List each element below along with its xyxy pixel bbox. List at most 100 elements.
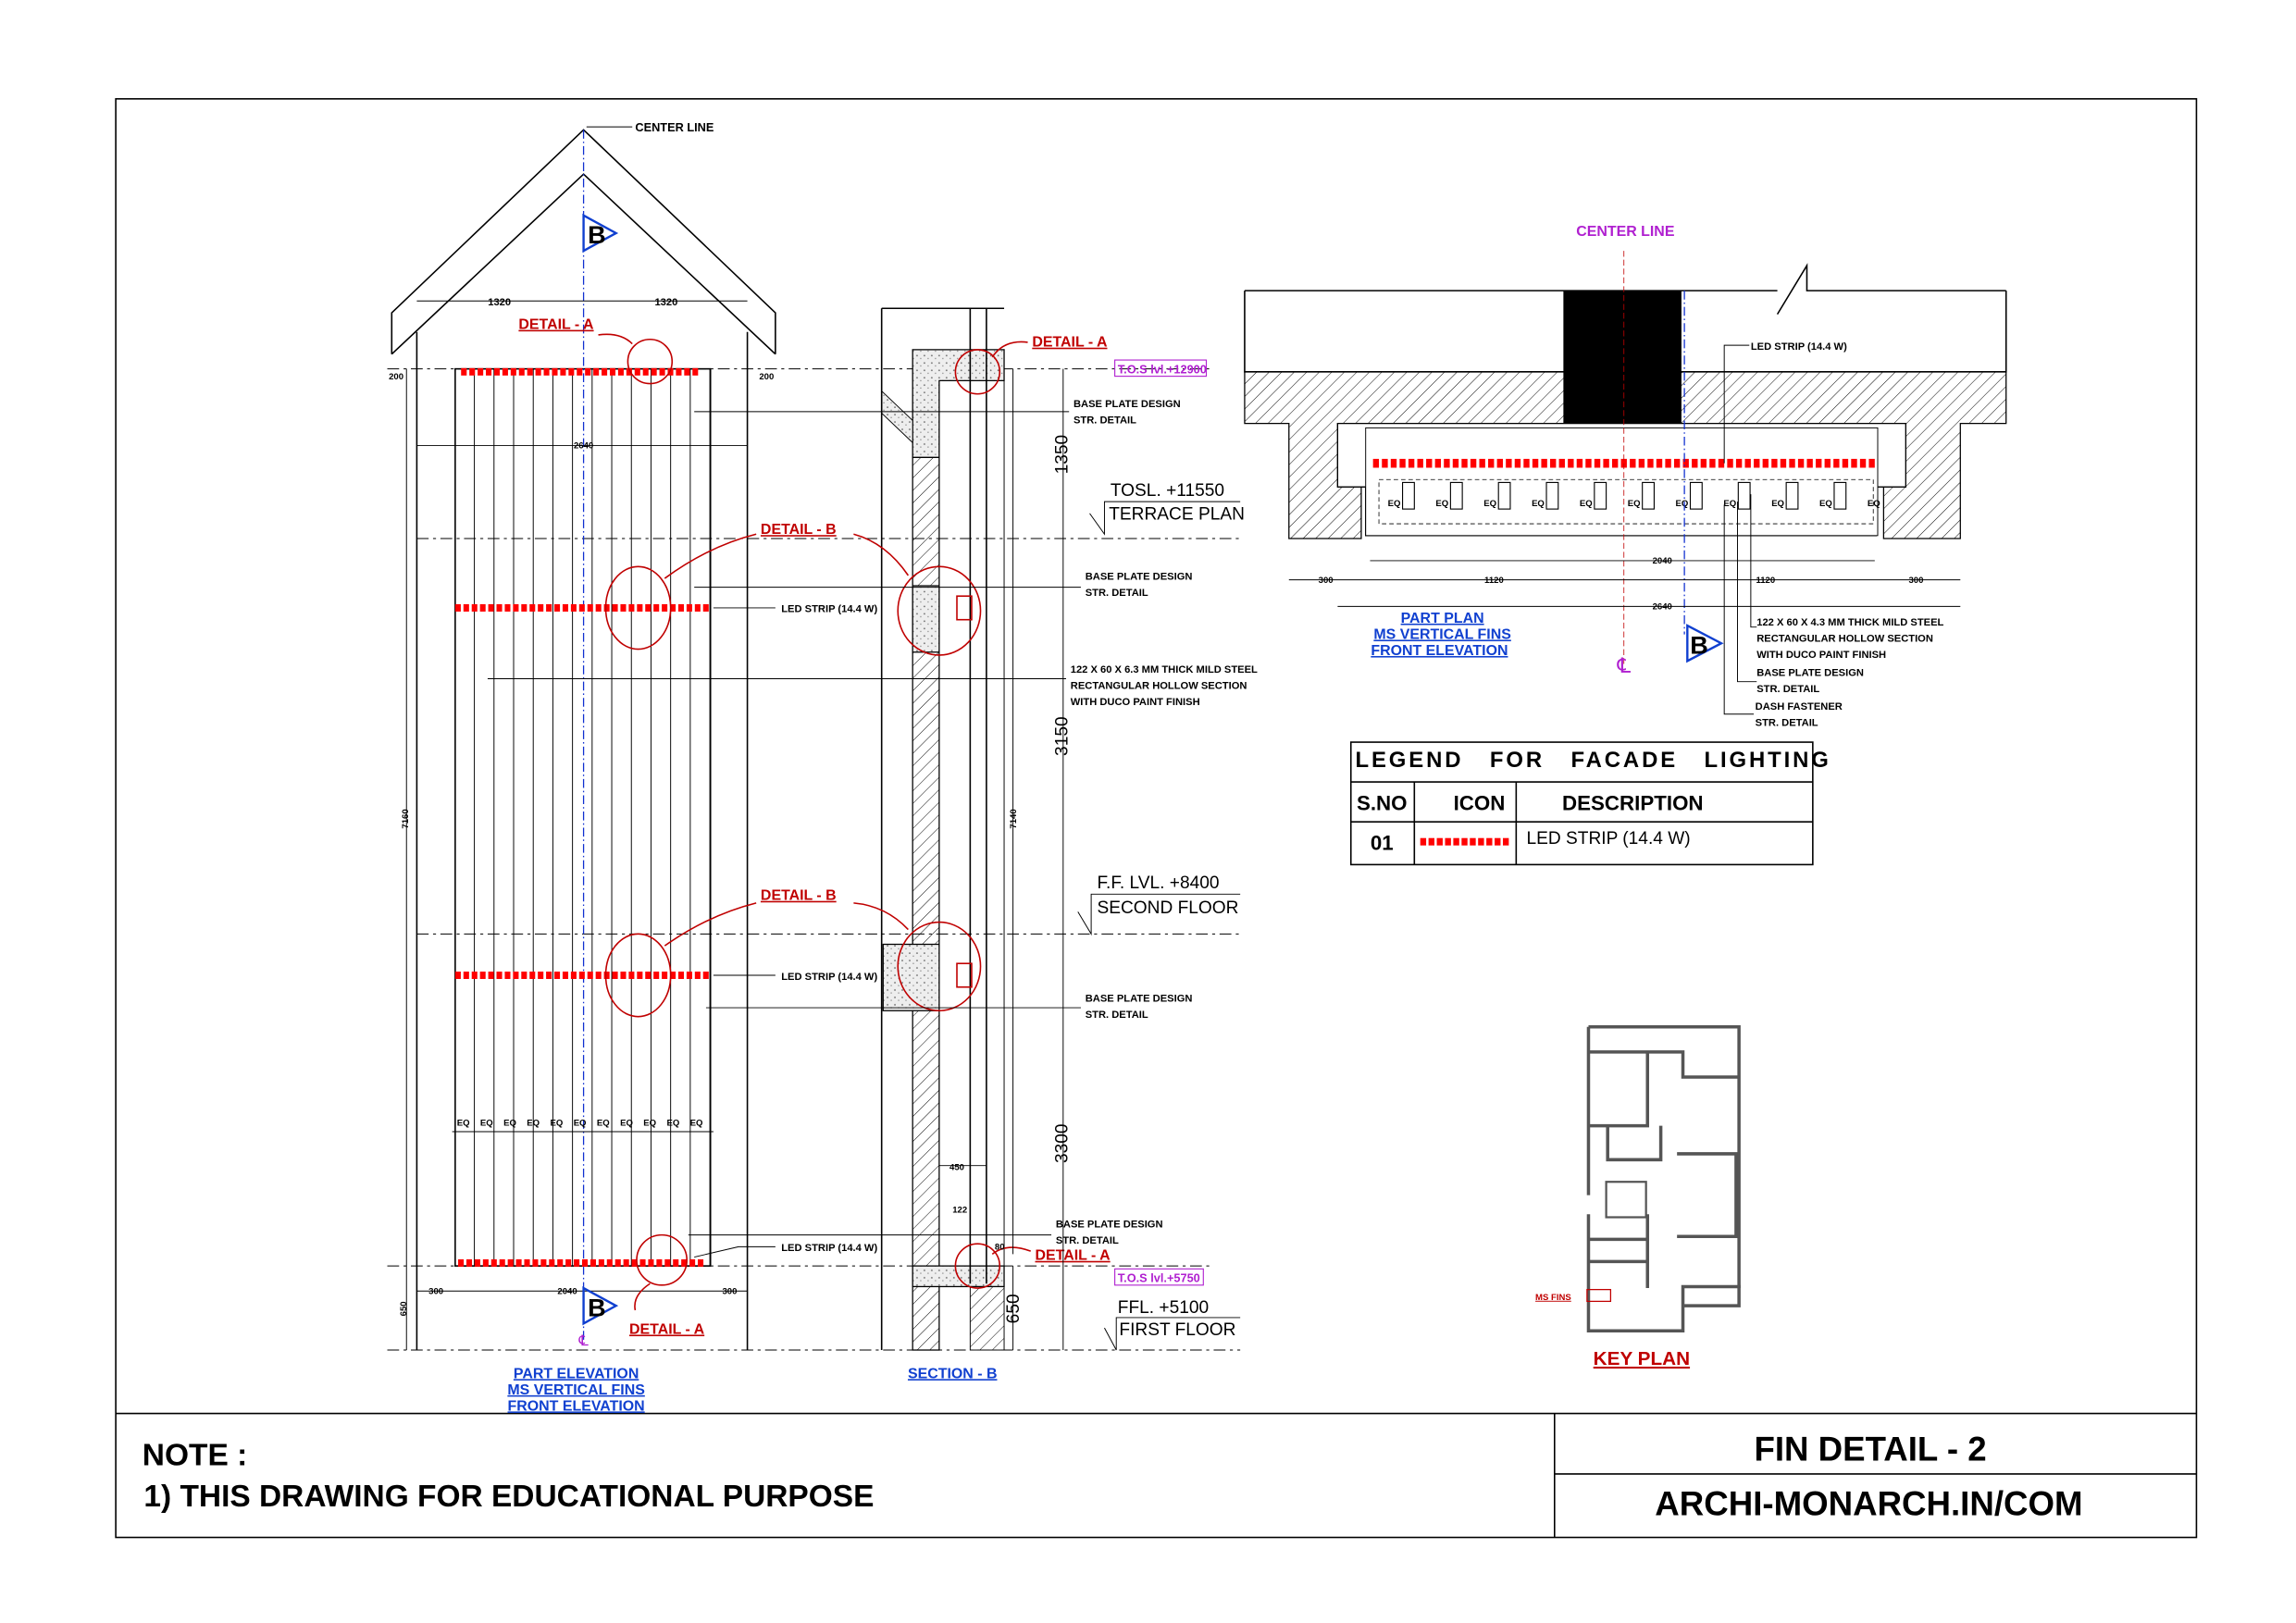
led-dash bbox=[1700, 458, 1707, 468]
plan-fin bbox=[1642, 481, 1655, 510]
legend-led-dash bbox=[1436, 837, 1443, 846]
led-dash bbox=[1372, 458, 1380, 468]
legend-col-sno: S.NO bbox=[1357, 791, 1408, 814]
led-dash bbox=[546, 603, 552, 612]
plan-center-line-label: CENTER LINE bbox=[1576, 224, 1674, 240]
led-dash bbox=[598, 1258, 604, 1267]
led-dash bbox=[479, 603, 486, 612]
led-dash bbox=[578, 603, 585, 612]
led-dash bbox=[524, 1258, 530, 1267]
led-dash bbox=[670, 603, 676, 612]
plan-str-detail: STR. DETAIL bbox=[1756, 684, 1819, 695]
plan-dim-300-right: 300 bbox=[1908, 576, 1923, 586]
plan-column bbox=[1563, 291, 1682, 424]
led-dash bbox=[581, 1258, 589, 1267]
led-dash bbox=[478, 367, 484, 376]
section-detail-a-bubble-bottom bbox=[954, 1243, 1001, 1289]
led-dash bbox=[645, 603, 652, 612]
parapet-haunch bbox=[881, 390, 913, 444]
led-dash bbox=[1594, 458, 1601, 468]
led-dash bbox=[1665, 458, 1671, 468]
led-dash bbox=[518, 367, 525, 376]
led-dash bbox=[554, 972, 561, 979]
led-dash bbox=[490, 1258, 497, 1267]
led-dash bbox=[482, 1258, 489, 1267]
detail-a-leader-bottom bbox=[634, 1282, 651, 1311]
plan-eq-label: EQ bbox=[1483, 499, 1496, 509]
plan-fin-dash-box bbox=[1378, 478, 1874, 525]
led-dash bbox=[454, 972, 461, 979]
led-label-2: LED STRIP (14.4 W) bbox=[781, 972, 877, 983]
note-heading: NOTE : bbox=[143, 1438, 247, 1472]
led-dash bbox=[568, 367, 575, 376]
tos-top-box bbox=[1114, 359, 1208, 378]
led-dash bbox=[474, 1258, 480, 1267]
detail-a-bubble-bottom bbox=[636, 1233, 689, 1286]
plan-eq-label: EQ bbox=[1723, 499, 1736, 509]
led-dash bbox=[626, 367, 632, 376]
terrace-name: TERRACE PLAN bbox=[1109, 504, 1245, 524]
led-dash bbox=[1434, 458, 1442, 468]
led-dash bbox=[1444, 458, 1450, 468]
tos-top-label: T.O.S lvl.+12900 bbox=[1118, 362, 1207, 376]
plan-fin-zone bbox=[1365, 427, 1879, 537]
led-dash bbox=[702, 972, 709, 979]
led-dash bbox=[1656, 458, 1663, 468]
led-dash bbox=[510, 367, 516, 376]
plan-eq-label: EQ bbox=[1771, 499, 1784, 509]
plan-fin bbox=[1737, 481, 1751, 510]
led-dash bbox=[1718, 458, 1725, 468]
eq-label: EQ bbox=[620, 1119, 633, 1129]
plan-fin bbox=[1402, 481, 1415, 510]
led-dash bbox=[681, 1258, 688, 1267]
led-dash bbox=[656, 1258, 663, 1267]
led-box-2 bbox=[956, 962, 973, 988]
base-plate-note-3: BASE PLATE DESIGN bbox=[1086, 994, 1193, 1005]
led-dash bbox=[562, 603, 569, 612]
base-plate-note-4: BASE PLATE DESIGN bbox=[1056, 1220, 1163, 1231]
elevation-caption-2: MS VERTICAL FINS bbox=[507, 1382, 644, 1398]
legend-led-dash bbox=[1486, 837, 1493, 846]
led-dash bbox=[659, 367, 665, 376]
led-dash bbox=[488, 972, 494, 979]
led-dash bbox=[645, 972, 652, 979]
led-dash bbox=[1833, 458, 1840, 468]
led-dash bbox=[513, 972, 519, 979]
dim-122: 122 bbox=[952, 1206, 967, 1216]
led-dash bbox=[677, 972, 685, 979]
led-dash bbox=[488, 603, 494, 612]
plan-fin bbox=[1497, 481, 1511, 510]
section-detail-a-bottom: DETAIL - A bbox=[1036, 1248, 1111, 1264]
section-detail-a-top: DETAIL - A bbox=[1032, 335, 1108, 351]
legend-led-dash bbox=[1428, 837, 1435, 846]
legend-title: LEGEND FOR FACADE LIGHTING bbox=[1356, 748, 1831, 773]
plan-fin bbox=[1833, 481, 1847, 510]
dim-right-half: 1320 bbox=[654, 297, 677, 308]
led-dash bbox=[1470, 458, 1477, 468]
led-dash bbox=[577, 367, 583, 376]
section-marker-letter: B bbox=[588, 1293, 606, 1321]
led-dash bbox=[1806, 458, 1813, 468]
led-dash bbox=[662, 972, 668, 979]
led-dash bbox=[637, 603, 643, 612]
str-detail-note-1: STR. DETAIL bbox=[1074, 415, 1136, 427]
cl-symbol: ℄ bbox=[577, 1333, 589, 1349]
led-dash bbox=[538, 603, 544, 612]
plan-dim-2640: 2640 bbox=[1653, 602, 1672, 613]
led-dash bbox=[578, 972, 585, 979]
dim-bottom-right: 300 bbox=[722, 1286, 737, 1296]
detail-a-bubble-top bbox=[627, 338, 674, 385]
plan-dash-fastener-leader bbox=[1723, 504, 1755, 715]
led-dash bbox=[1523, 458, 1530, 468]
plan-dim-1120-right: 1120 bbox=[1756, 576, 1775, 586]
eq-label: EQ bbox=[480, 1119, 493, 1129]
dim-7140: 7140 bbox=[1009, 809, 1019, 828]
elevation-caption-3: FRONT ELEVATION bbox=[508, 1398, 645, 1414]
led-dash bbox=[1408, 458, 1415, 468]
led-dash bbox=[1630, 458, 1636, 468]
plan-eq-label: EQ bbox=[1532, 499, 1545, 509]
legend-led-dash bbox=[1470, 837, 1476, 846]
tos-bottom-label: T.O.S lvl.+5750 bbox=[1118, 1271, 1200, 1285]
led-dash bbox=[461, 367, 467, 376]
